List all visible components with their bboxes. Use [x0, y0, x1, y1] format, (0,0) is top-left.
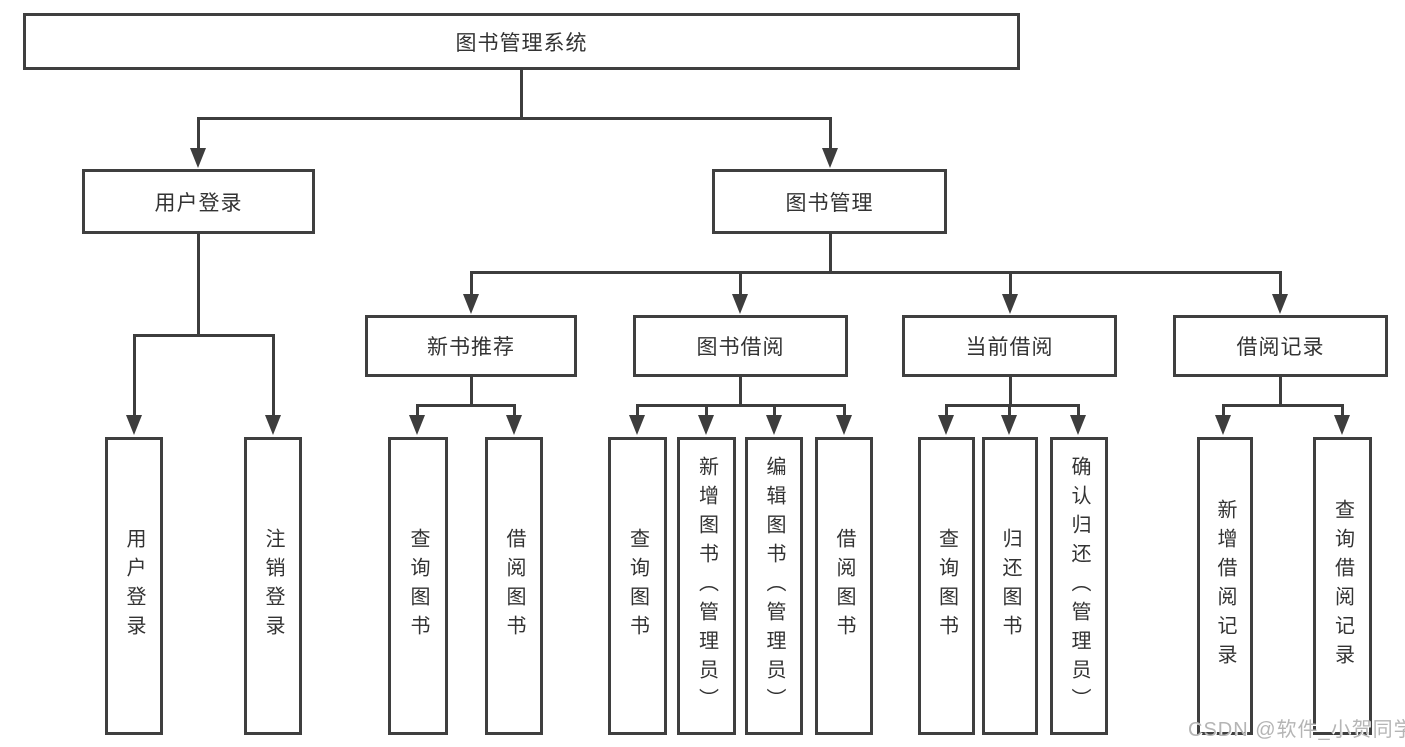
connector [829, 117, 832, 150]
connector [1008, 404, 1011, 418]
leaf-add-book-admin-label: 新增图书（管理员） [695, 455, 718, 717]
connector [739, 271, 742, 297]
connector [416, 404, 516, 407]
leaf-confirm-return-admin: 确认归还（管理员） [1050, 437, 1108, 735]
node-current-borrow-label: 当前借阅 [965, 336, 1054, 359]
node-root: 图书管理系统 [23, 13, 1020, 70]
leaf-borrow-book: 借阅图书 [815, 437, 873, 735]
connector [197, 117, 832, 120]
connector [133, 334, 136, 417]
leaf-return-book-label: 归还图书 [999, 528, 1021, 644]
node-new-book-recommend-label: 新书推荐 [427, 336, 515, 359]
connector [773, 404, 776, 418]
node-borrow-record-label: 借阅记录 [1236, 336, 1325, 359]
arrowhead-icon [506, 415, 522, 435]
connector [272, 334, 275, 417]
connector [739, 377, 742, 407]
arrowhead-icon [836, 415, 852, 435]
connector [197, 233, 200, 336]
connector [1009, 377, 1012, 407]
connector [1341, 404, 1344, 418]
leaf-confirm-return-admin-label: 确认归还（管理员） [1068, 455, 1090, 717]
leaf-query-book-borrow-label: 查询图书 [626, 528, 649, 644]
connector [636, 404, 845, 407]
leaf-query-book-recommend: 查询图书 [388, 437, 448, 735]
connector [513, 404, 516, 418]
node-book-borrow-label: 图书借阅 [696, 336, 785, 359]
connector [1222, 404, 1344, 407]
connector [1077, 404, 1080, 418]
connector [1279, 377, 1282, 407]
arrowhead-icon [1272, 294, 1288, 314]
connector [197, 117, 200, 150]
arrowhead-icon [766, 415, 782, 435]
connector [945, 404, 948, 418]
connector [520, 68, 523, 119]
connector [1222, 404, 1225, 418]
arrowhead-icon [126, 415, 142, 435]
connector [705, 404, 708, 418]
arrowhead-icon [409, 415, 425, 435]
node-borrow-record: 借阅记录 [1173, 315, 1388, 377]
connector [829, 233, 832, 274]
arrowhead-icon [822, 148, 838, 168]
node-user-login: 用户登录 [82, 169, 315, 234]
arrowhead-icon [1070, 415, 1086, 435]
leaf-query-borrow-record-label: 查询借阅记录 [1331, 499, 1354, 673]
leaf-logout: 注销登录 [244, 437, 302, 735]
leaf-edit-book-admin: 编辑图书（管理员） [745, 437, 803, 735]
arrowhead-icon [1215, 415, 1231, 435]
leaf-borrow-book-recommend: 借阅图书 [485, 437, 543, 735]
leaf-edit-book-admin-label: 编辑图书（管理员） [763, 455, 785, 717]
node-user-login-label: 用户登录 [154, 191, 243, 215]
leaf-query-book-current-label: 查询图书 [935, 528, 958, 644]
connector [1279, 271, 1282, 297]
arrowhead-icon [1334, 415, 1350, 435]
connector [416, 404, 419, 418]
leaf-add-borrow-record-label: 新增借阅记录 [1214, 499, 1236, 673]
arrowhead-icon [190, 148, 206, 168]
watermark-text: CSDN @软件_小贺同学 [1188, 719, 1405, 741]
node-book-borrow: 图书借阅 [633, 315, 848, 377]
leaf-logout-label: 注销登录 [262, 528, 284, 644]
arrowhead-icon [1002, 294, 1018, 314]
node-root-label: 图书管理系统 [455, 31, 588, 55]
connector [945, 404, 1080, 407]
connector [843, 404, 846, 418]
arrowhead-icon [698, 415, 714, 435]
leaf-borrow-book-label: 借阅图书 [833, 528, 855, 644]
arrowhead-icon [265, 415, 281, 435]
connector [636, 404, 639, 418]
arrowhead-icon [938, 415, 954, 435]
node-current-borrow: 当前借阅 [902, 315, 1117, 377]
connector [470, 271, 473, 297]
connector [133, 334, 275, 337]
leaf-add-book-admin: 新增图书（管理员） [677, 437, 736, 735]
node-book-management-label: 图书管理 [785, 191, 874, 215]
node-new-book-recommend: 新书推荐 [365, 315, 577, 377]
connector [470, 271, 1282, 274]
connector [470, 377, 473, 407]
arrowhead-icon [463, 294, 479, 314]
leaf-query-book-current: 查询图书 [918, 437, 975, 735]
arrowhead-icon [1001, 415, 1017, 435]
arrowhead-icon [732, 294, 748, 314]
arrowhead-icon [629, 415, 645, 435]
leaf-query-book-recommend-label: 查询图书 [407, 528, 429, 644]
leaf-query-book-borrow: 查询图书 [608, 437, 667, 735]
leaf-return-book: 归还图书 [982, 437, 1038, 735]
leaf-borrow-book-recommend-label: 借阅图书 [503, 528, 525, 644]
leaf-query-borrow-record: 查询借阅记录 [1313, 437, 1372, 735]
leaf-user-login: 用户登录 [105, 437, 163, 735]
leaf-add-borrow-record: 新增借阅记录 [1197, 437, 1253, 735]
node-book-management: 图书管理 [712, 169, 947, 234]
leaf-user-login-label: 用户登录 [123, 528, 145, 644]
connector [1009, 271, 1012, 297]
